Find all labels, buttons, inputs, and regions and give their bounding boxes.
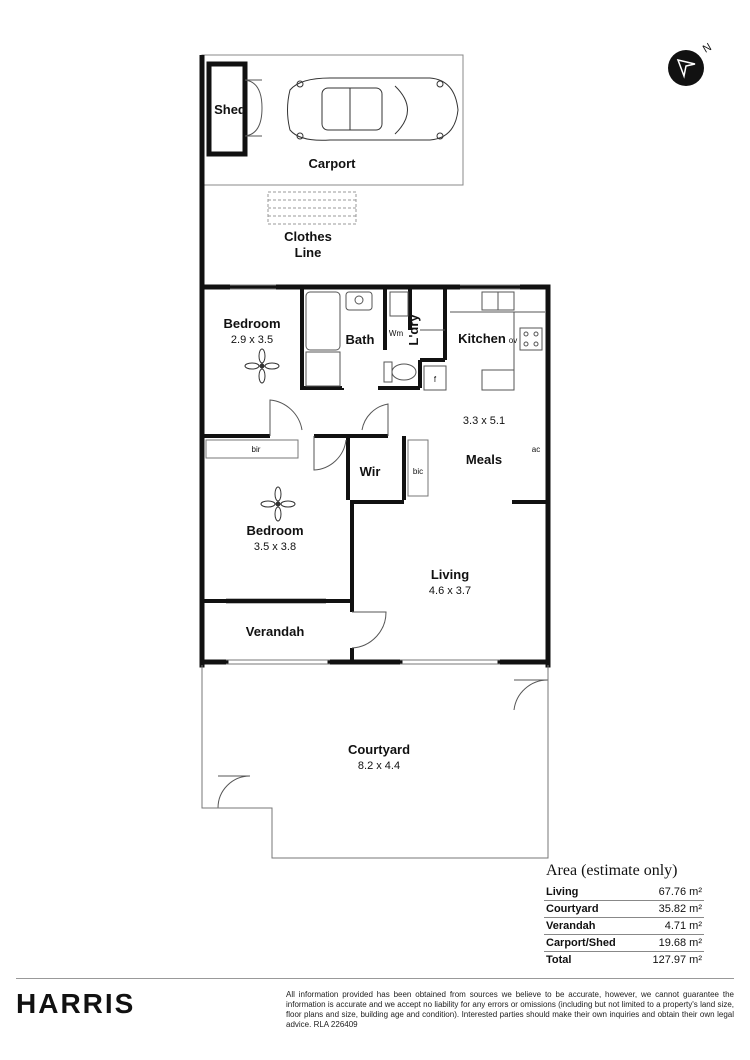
bedroom1-label: Bedroom — [223, 316, 280, 331]
area-row: Living 67.76 m² — [544, 884, 704, 901]
clothes-line-label-2: Line — [295, 245, 322, 260]
disclaimer-text: All information provided has been obtain… — [286, 990, 734, 1029]
courtyard-label: Courtyard — [348, 742, 410, 757]
clothes-line-label: Clothes — [284, 229, 332, 244]
verandah-label: Verandah — [246, 624, 305, 639]
living-label: Living — [431, 567, 469, 582]
area-row-name: Total — [546, 954, 572, 966]
wir-label: Wir — [360, 464, 381, 479]
area-row-name: Living — [546, 886, 579, 898]
bedroom2-dims: 3.5 x 3.8 — [254, 541, 296, 553]
car-icon — [287, 77, 459, 141]
built-ins — [205, 439, 429, 497]
bath-label: Bath — [346, 332, 375, 347]
kitchen-fixtures — [423, 291, 545, 391]
area-row-value: 67.76 m² — [658, 886, 702, 898]
laundry-label: L'dry — [406, 314, 421, 346]
bir-label: bir — [252, 445, 261, 454]
wm-label: Wm — [389, 329, 404, 338]
compass-north-label: N — [701, 41, 714, 55]
area-row-value: 35.82 m² — [658, 903, 702, 915]
oven-label: ov — [509, 336, 517, 345]
shed — [206, 61, 263, 157]
bath-fixtures — [305, 291, 417, 387]
interior-walls — [202, 287, 548, 662]
kitchen-label: Kitchen — [458, 331, 506, 346]
area-row-value: 19.68 m² — [658, 937, 702, 949]
area-table: Living 67.76 m² Courtyard 35.82 m² Veran… — [544, 884, 704, 968]
area-row: Carport/Shed 19.68 m² — [544, 935, 704, 952]
meals-dims: 3.3 x 5.1 — [463, 415, 505, 427]
floor-plan: Shed Carport Clothes Line Bedroom 2.9 x … — [199, 41, 714, 859]
area-row-name: Carport/Shed — [546, 937, 616, 949]
ceiling-fan-icon — [260, 486, 296, 522]
bedroom1-dims: 2.9 x 3.5 — [231, 334, 273, 346]
footer-divider — [16, 978, 734, 979]
door-swings — [217, 329, 549, 809]
clothes-line — [267, 191, 357, 225]
area-row-value: 4.71 m² — [664, 920, 702, 932]
bedroom2-label: Bedroom — [246, 523, 303, 538]
living-dims: 4.6 x 3.7 — [429, 585, 471, 597]
area-row-name: Verandah — [546, 920, 596, 932]
carport-label: Carport — [309, 156, 357, 171]
area-row: Courtyard 35.82 m² — [544, 901, 704, 918]
shed-label: Shed — [214, 102, 246, 117]
area-row: Verandah 4.71 m² — [544, 918, 704, 935]
ac-label: ac — [532, 445, 540, 454]
meals-label: Meals — [466, 452, 502, 467]
carport-area — [199, 54, 464, 288]
area-title: Area (estimate only) — [546, 862, 678, 879]
brand-logo: HARRIS — [16, 988, 136, 1019]
courtyard-area — [201, 665, 549, 859]
compass-arrow-icon — [668, 50, 704, 86]
bic-label: bic — [413, 467, 423, 476]
area-row-value: 127.97 m² — [652, 954, 702, 966]
area-row-name: Courtyard — [546, 903, 599, 915]
ceiling-fan-icon — [244, 348, 280, 384]
courtyard-dims: 8.2 x 4.4 — [358, 760, 400, 772]
area-row-total: Total 127.97 m² — [544, 952, 704, 968]
fridge-label: f — [434, 375, 437, 384]
